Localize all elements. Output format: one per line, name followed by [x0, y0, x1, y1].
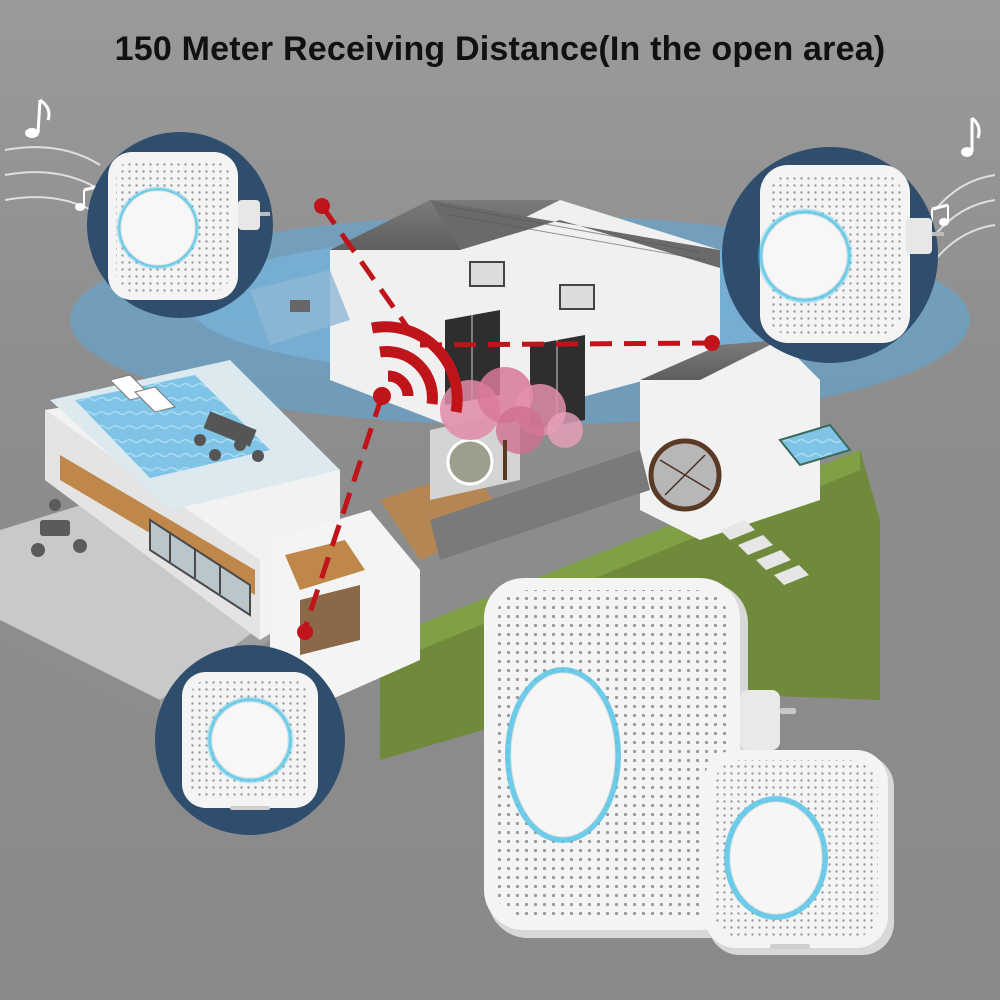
callout-receiver-right	[722, 147, 944, 363]
wifi-signal-icon	[370, 321, 463, 414]
music-note-icon	[4, 98, 101, 216]
callout-receiver-left	[87, 132, 273, 318]
headline: 150 Meter Receiving Distance(In the open…	[114, 30, 886, 68]
callout-transmitter	[155, 645, 345, 835]
signal-path	[302, 204, 713, 629]
tree	[440, 367, 583, 480]
doorbell-button	[704, 750, 894, 955]
power-plug-icon	[740, 690, 796, 750]
doorbell-receiver	[484, 578, 796, 938]
